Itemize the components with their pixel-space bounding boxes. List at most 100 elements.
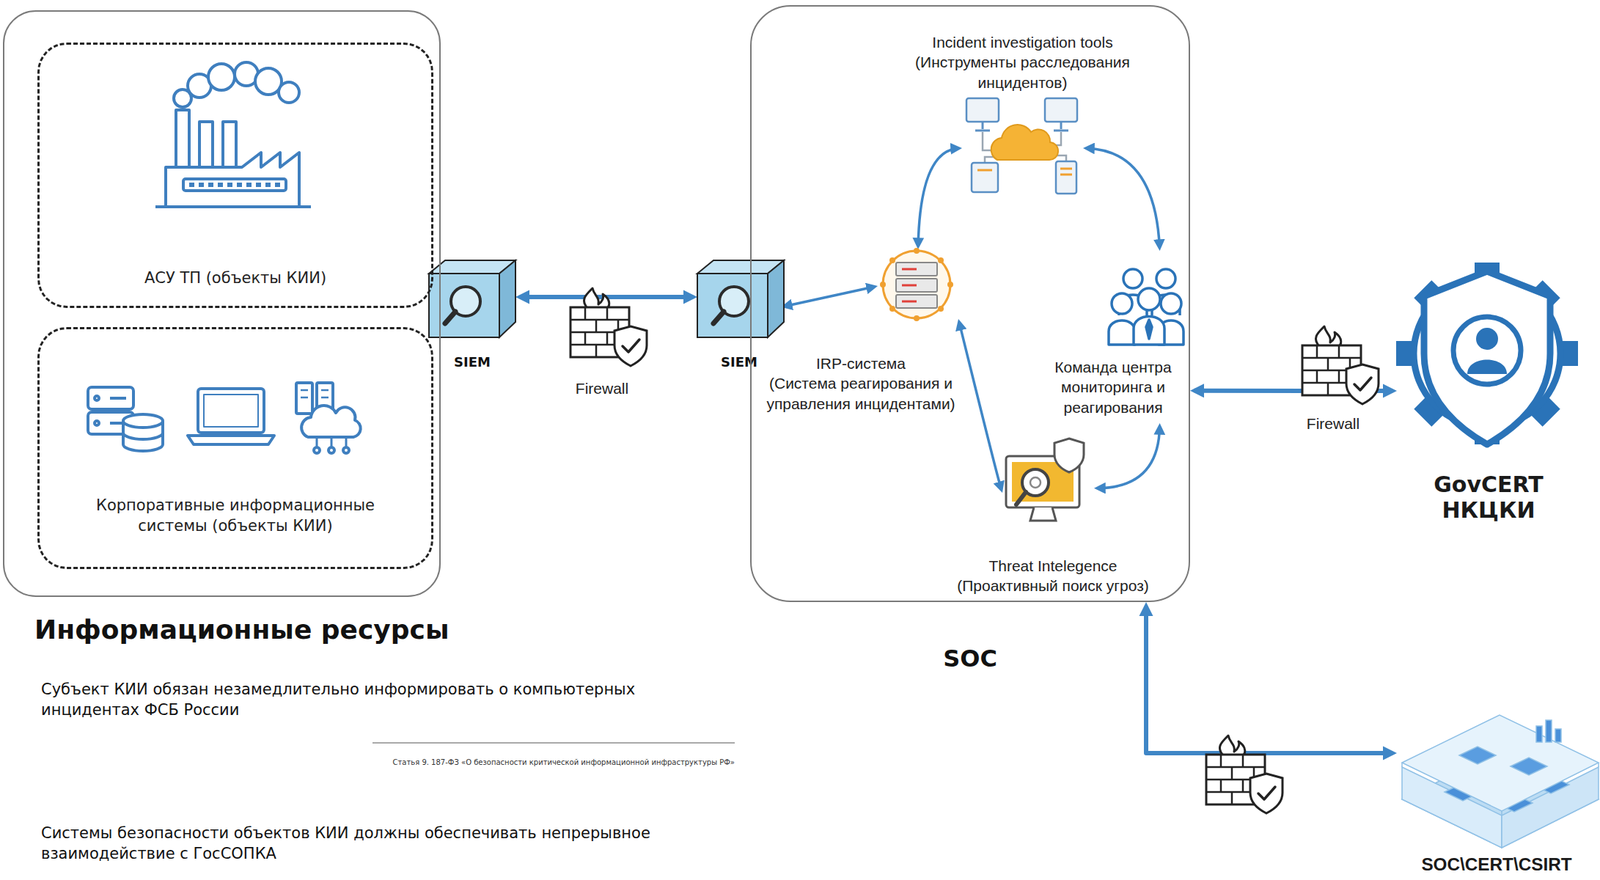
threat-intel-icon-part (1011, 461, 1074, 502)
factory-icon-part (255, 68, 282, 95)
connector-arrow (519, 294, 693, 300)
connector-arrow (1194, 388, 1393, 394)
note-text: Субъект КИИ обязан незамедлительно инфор… (41, 679, 687, 721)
irp-icon-part (896, 262, 938, 276)
office-building-icon-part (1536, 725, 1543, 743)
govcert-node: GovCERT НКЦКИ (1396, 245, 1581, 539)
node-text: IRP-система (758, 353, 964, 374)
corporate-icons-part (313, 447, 320, 454)
factory-icon-part (173, 89, 192, 108)
irp-icon-part (901, 269, 917, 302)
threat-intel-icon-part (1054, 438, 1084, 473)
office-building-icon-part (1402, 714, 1599, 811)
govcert-icon-part-part (1528, 280, 1561, 313)
firewall-label: Firewall (565, 379, 639, 398)
node-text: (Проактивный поиск угроз) (920, 575, 1185, 596)
govcert-icon-part (1413, 280, 1561, 427)
text-group: Информационные ресурсы (34, 614, 450, 645)
node-text: Команда центра мониторинга и реагировани… (1035, 357, 1191, 418)
corporate-icons-part (197, 388, 264, 433)
siem-node: SIEM (428, 256, 516, 374)
office-building-icon (1402, 714, 1599, 848)
investigation-tools-icon-part (977, 168, 1073, 175)
factory-icon-part (189, 182, 282, 187)
csirt-node: SOC\CERT\CSIRT (1396, 700, 1597, 877)
node-text: Информационные ресурсы (34, 614, 450, 645)
text-group: SIEM (690, 354, 789, 370)
text-group: SOC\CERT\CSIRT (1389, 854, 1600, 875)
text-group: Incident investigation tools(Инструменты… (890, 32, 1155, 93)
factory-icon-part (165, 152, 300, 207)
govcert-icon-part-part (1413, 394, 1447, 427)
tool-node: IRP-система(Система реагирования и управ… (877, 249, 959, 323)
corporate-icons-part (301, 405, 361, 438)
irp-icon (879, 247, 954, 322)
corporate-icons-part (123, 420, 163, 451)
office-building-icon-part (1402, 767, 1502, 848)
office-building-icon-part (1510, 757, 1548, 776)
team-icon (1108, 269, 1184, 345)
govcert-icon-part (1453, 316, 1521, 385)
corporate-zone: Корпоративные информационные системы (об… (37, 327, 434, 570)
soc-panel: SOCIncident investigation tools(Инструме… (750, 5, 1191, 603)
node-text: Корпоративные информационные системы (об… (68, 495, 402, 537)
govcert-icon-part (1476, 327, 1499, 350)
team-icon-part (1160, 293, 1182, 314)
corporate-icons-part (94, 395, 99, 401)
node-text: SIEM (690, 354, 789, 370)
corporate-icons-part (343, 447, 350, 454)
corporate-icons-part (296, 382, 313, 414)
office-building-icon-part (1495, 794, 1533, 812)
corporate-icons-part (203, 394, 259, 427)
team-icon-part (1123, 269, 1143, 289)
siem-node: SIEM (697, 256, 781, 374)
text-group: GovCERT НКЦКИ (1404, 472, 1573, 523)
text-group: Корпоративные информационные системы (об… (68, 495, 402, 537)
office-building-icon-part (1402, 751, 1599, 848)
govcert-icon (1396, 262, 1579, 445)
corporate-icons-part (187, 435, 275, 445)
govcert-icon-part (1396, 262, 1579, 445)
team-icon-part (1108, 320, 1136, 345)
team-icon-part (1156, 269, 1176, 289)
corporate-icons-part (94, 420, 99, 426)
investigation-tools-icon-part (991, 124, 1059, 160)
text-group: Threat Intelegence(Проактивный поиск угр… (920, 555, 1185, 597)
investigation-tools-icon-part (1055, 161, 1077, 194)
node-text: GovCERT НКЦКИ (1404, 472, 1573, 523)
connector-arrow (1146, 606, 1393, 754)
irp-icon-part (913, 247, 920, 254)
office-building-icon-part (1532, 775, 1570, 794)
threat-intel-icon-part (1022, 469, 1049, 496)
irp-icon-part (889, 305, 896, 312)
factory-icon-part (187, 74, 212, 98)
factory-icon-part (208, 63, 235, 91)
corporate-icons-part (109, 398, 127, 424)
citation-text: Статья 9. 187-ФЗ «О безопасности критиче… (372, 758, 735, 767)
govcert-icon-part-part (1413, 280, 1447, 313)
office-building-icon-part (1545, 720, 1552, 743)
investigation-tools-icon (966, 98, 1078, 194)
team-icon-part (1158, 320, 1184, 345)
resource-panel: Информационные ресурсыАСУ ТП (объекты КИ… (2, 10, 441, 597)
irp-icon-part (889, 257, 896, 264)
tool-node: Incident investigation tools(Инструменты… (962, 96, 1084, 200)
node-text: SOC\CERT\CSIRT (1389, 854, 1600, 875)
threat-intel-icon (1006, 438, 1084, 521)
factory-icon-part (183, 178, 286, 191)
office-building-icon-part (1444, 783, 1482, 801)
govcert-icon-part-part (1474, 423, 1500, 445)
scada-zone: АСУ ТП (объекты КИИ) (37, 42, 434, 308)
text-group: SIEM (421, 354, 523, 370)
node-text: (Инструменты расследования инцидентов) (890, 52, 1155, 93)
firewall-label: Firewall (1296, 415, 1370, 433)
corporate-icons-part (87, 412, 134, 435)
factory-icon-part (234, 62, 259, 86)
connector-arrow (959, 322, 1001, 490)
irp-icon-part (896, 278, 938, 292)
investigation-tools-icon-part (975, 121, 1069, 131)
team-node: Команда центра мониторинга и реагировани… (1035, 250, 1191, 424)
